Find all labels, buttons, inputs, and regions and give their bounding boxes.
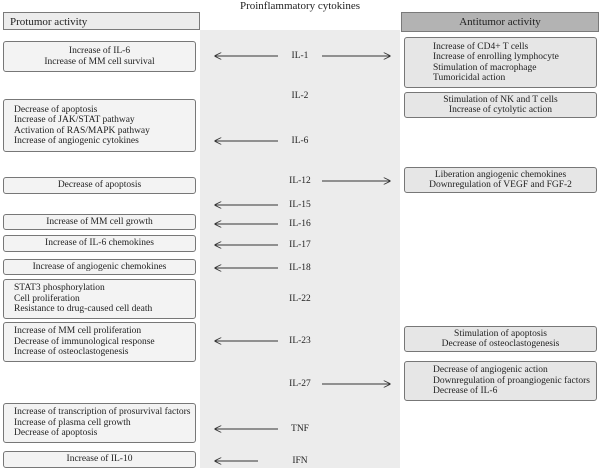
effect-line: STAT3 phosphorylation [14,283,105,294]
effect-line: Resistance to drug-caused cell death [14,304,153,315]
cytokine-label: IL-15 [289,199,311,210]
effect-line: Activation of RAS/MAPK pathway [14,125,150,136]
left-effect-box: Increase of MM cell growth [3,214,196,230]
diagram-title: Proinflammatory cytokines [239,0,361,12]
cytokine-label: IFN [292,455,308,466]
cytokine-label: IL-18 [289,262,311,273]
effect-line: Stimulation of macrophage [433,62,537,73]
cytokine-label: IL-6 [291,135,309,146]
cytokine-label: TNF [291,423,309,434]
effect-line: Increase of angiogenic chemokines [32,261,167,272]
effect-line: Increase of MM cell survival [44,56,155,67]
effect-line: Increase of JAK/STAT pathway [14,115,135,125]
effect-line: Increase of transcription of prosurvival… [14,407,191,418]
antitumor-header: Antitumor activity [401,12,599,32]
effect-line: Increase of IL-10 [66,454,133,465]
left-effect-box: Decrease of apoptosis [3,177,196,194]
effect-line: Decrease of immunological response [14,336,155,347]
effect-line: Tumoricidal action [433,73,506,83]
effect-line: Stimulation of NK and T cells [443,94,558,105]
effect-line: Decrease of apoptosis [14,104,98,115]
effect-line: Increase of osteoclastogenesis [14,347,129,358]
cytokine-label: IL-22 [289,293,311,304]
left-effect-box: Increase of angiogenic chemokines [3,259,196,275]
effect-line: Increase of CD4+ T cells [433,41,529,52]
effect-line: Decrease of osteoclastogenesis [441,339,560,349]
left-effect-box: Increase of IL-10 [3,451,196,468]
cytokine-label: IL-1 [291,50,309,61]
cytokine-label: IL-12 [289,175,311,186]
left-effect-box: Increase of IL-6 chemokines [3,235,196,252]
effect-line: Increase of enrolling lymphocyte [433,52,559,62]
effect-line: Increase of MM cell growth [46,216,153,227]
cytokine-label: IL-23 [289,335,311,346]
effect-line: Decrease of IL-6 [433,386,498,397]
effect-line: Increase of plasma cell growth [14,417,131,428]
effect-line: Cell proliferation [14,293,80,304]
effect-line: Decrease of apoptosis [57,180,142,191]
effect-line: Decrease of angiogenic action [433,365,548,376]
center-band [200,30,400,468]
cytokine-label: IL-27 [289,378,311,389]
effect-line: Stimulation of apoptosis [454,328,547,339]
effect-line: Decrease of apoptosis [14,428,98,439]
effect-line: Increase of IL-6 chemokines [45,238,154,249]
effect-line: Downregulation of proangiogenic factors [433,375,590,386]
effect-line: Liberation angiogenic chemokines [434,169,567,180]
effect-line: Increase of angiogenic cytokines [14,136,139,146]
protumor-header: Protumor activity [3,12,200,30]
effect-line: Downregulation of VEGF and FGF-2 [429,180,572,190]
effect-line: Increase of MM cell proliferation [14,326,142,337]
cytokine-label: IL-2 [291,90,309,101]
effect-line: Increase of IL-6 [68,46,131,56]
cytokine-label: IL-17 [289,239,311,250]
cytokine-label: IL-16 [289,218,311,229]
left-effect-box: Increase of transcription of prosurvival… [3,403,196,443]
effect-line: Increase of cytolytic action [448,105,553,115]
